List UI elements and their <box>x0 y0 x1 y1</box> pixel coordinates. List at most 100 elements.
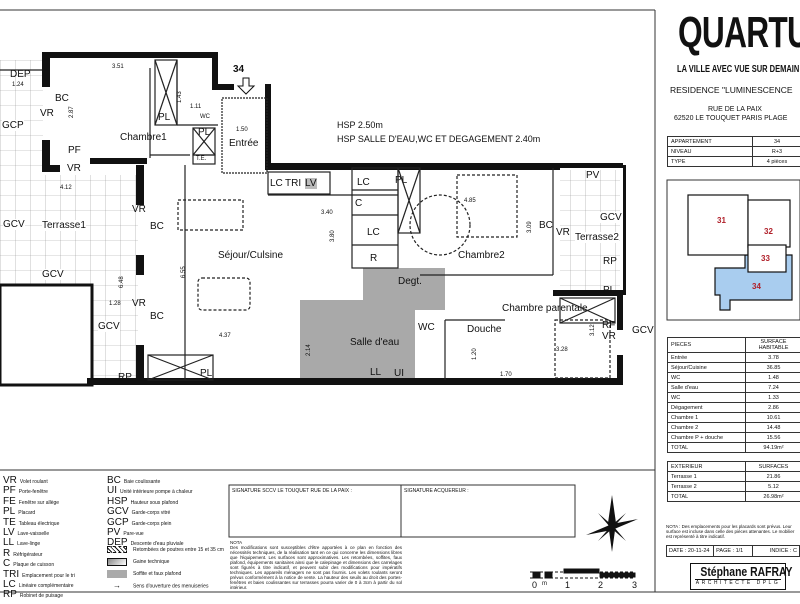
soffit-swatch-icon <box>107 570 127 578</box>
key-unit-34: 34 <box>752 282 761 291</box>
legend-item: →Sens d'ouverture des menuiseries <box>107 580 224 592</box>
apartment-tag: 34 <box>233 64 244 75</box>
legend-symbols: Retombées de poutres entre 15 et 35 cm G… <box>107 544 224 592</box>
dimension: 1.24 <box>12 82 24 88</box>
code-vr: VR <box>132 204 146 215</box>
dimension: 2.14 <box>306 344 312 356</box>
code-vr: VR <box>602 331 616 342</box>
scale-unit: m <box>542 581 547 587</box>
dimension: 4.85 <box>464 198 476 204</box>
code-bc: BC <box>539 220 553 231</box>
code-lc: LC <box>367 227 380 238</box>
signature-sccv-label: SIGNATURE SCCV LE TOUQUET RUE DE LA PAIX… <box>232 488 352 494</box>
key-plan <box>688 195 792 310</box>
code-pl: PL <box>603 285 615 296</box>
dimension: 4.37 <box>219 333 231 339</box>
legend-item: Gaine technique <box>107 556 224 568</box>
street: RUE DE LA PAIX <box>708 106 762 113</box>
scale-tick: 0 <box>532 580 537 590</box>
legend-item: Retombées de poutres entre 15 et 35 cm <box>107 544 224 556</box>
code-te: T.E. <box>196 156 206 162</box>
nota-text: Des modifications sont susceptibles d'êt… <box>230 545 402 590</box>
code-bc: BC <box>150 221 164 232</box>
code-gcv: GCV <box>600 212 622 223</box>
dimension: 6.55 <box>181 266 187 278</box>
hsp-note-2: HSP SALLE D'EAU,WC ET DEGAGEMENT 2.40m <box>337 134 540 144</box>
code-pv: PV <box>586 170 599 181</box>
code-c: C <box>355 198 362 209</box>
code-gcv: GCV <box>98 321 120 332</box>
dimension: 3.51 <box>112 64 124 70</box>
code-gcp: GCP <box>2 120 24 131</box>
dimension: 1.70 <box>500 372 512 378</box>
room-label-chambre-parentale: Chambre parentale <box>502 303 588 314</box>
dimension: 1.11 <box>190 104 201 110</box>
scale-tick: 1 <box>565 580 570 590</box>
room-label-sejour: Séjour/Culsine <box>218 250 283 261</box>
brand-logo: QUARTUS <box>678 8 800 58</box>
code-gcv: GCV <box>632 325 654 336</box>
code-pl: PL <box>395 175 407 186</box>
room-label-entree: Entrée <box>229 138 258 149</box>
scale-tick: 3 <box>632 580 637 590</box>
code-lv: LV <box>305 178 317 189</box>
dimension: 1.28 <box>109 301 121 307</box>
code-vr: VR <box>132 298 146 309</box>
dimension: 3.80 <box>330 230 336 242</box>
code-dep: DEP <box>10 69 31 80</box>
code-ui: UI <box>394 368 404 379</box>
scale-tick: 2 <box>598 580 603 590</box>
signature-buyer-label: SIGNATURE ACQUEREUR : <box>404 488 469 494</box>
dimension: 1.50 <box>236 127 248 133</box>
dimension: 3.12 <box>590 324 596 336</box>
code-pl: PL <box>158 112 170 123</box>
room-label-salle-deau: Salle d'eau <box>350 337 399 348</box>
hsp-note-1: HSP 2.50m <box>337 120 383 130</box>
code-pl: PL <box>200 368 212 379</box>
room-label-wc: WC <box>418 322 435 333</box>
room-label-wc1: WC <box>200 114 210 120</box>
room-label-terrasse2: Terrasse2 <box>575 232 619 243</box>
beam-hatch-icon <box>107 546 127 553</box>
dimension: 6.48 <box>119 276 125 288</box>
dimension: 1.43 <box>177 91 183 103</box>
code-gcv: GCV <box>3 219 25 230</box>
dimension: 1.20 <box>472 348 478 360</box>
north-compass-icon <box>586 495 638 552</box>
arrow-right-icon: → <box>107 580 127 592</box>
key-unit-32: 32 <box>764 227 773 236</box>
code-tri: TRI <box>285 178 301 189</box>
scale-bar <box>530 569 635 578</box>
code-rp: RP <box>118 372 132 383</box>
duct-icon <box>107 558 127 566</box>
code-gcv: GCV <box>42 269 64 280</box>
code-pf: PF <box>68 145 81 156</box>
code-vr: VR <box>40 108 54 119</box>
code-bc: BC <box>55 93 69 104</box>
dimension: 3.40 <box>321 210 333 216</box>
key-unit-33: 33 <box>761 254 770 263</box>
dimension: 4.12 <box>60 185 72 191</box>
code-lc: LC <box>357 177 370 188</box>
dimension: 3.09 <box>527 221 533 233</box>
dimension: 3.28 <box>556 347 568 353</box>
legend-item: Soffite et faux plafond <box>107 568 224 580</box>
